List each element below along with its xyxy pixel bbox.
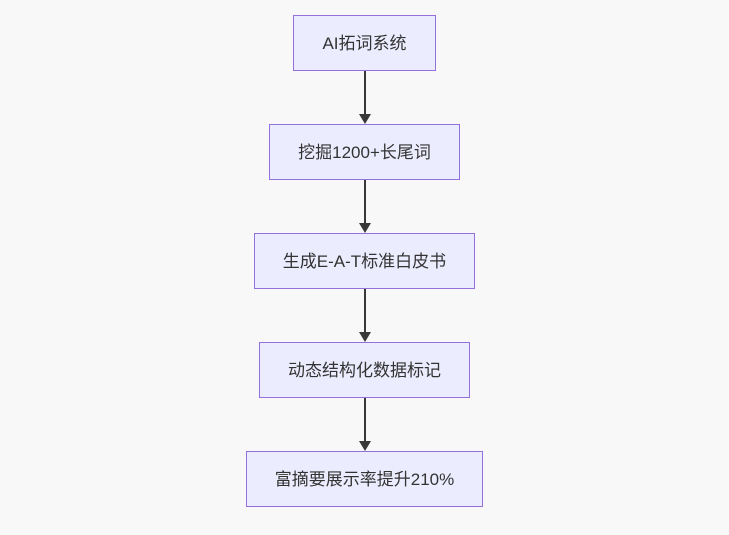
flowchart-node-label: AI拓词系统 (322, 33, 407, 53)
flowchart-node-label: 动态结构化数据标记 (288, 360, 441, 380)
flow-arrow (358, 398, 371, 451)
flowchart-node-label: 生成E-A-T标准白皮书 (282, 251, 447, 271)
arrow-line (363, 71, 366, 115)
flow-arrow (358, 289, 371, 342)
flowchart-node: 挖掘1200+长尾词 (269, 124, 460, 180)
arrow-head-icon (358, 332, 371, 342)
flowchart-node: AI拓词系统 (293, 15, 436, 71)
arrow-line (363, 180, 366, 224)
arrow-head-icon (358, 223, 371, 233)
arrow-head-icon (358, 114, 371, 124)
flow-arrow (358, 71, 371, 124)
flowchart-node: 动态结构化数据标记 (259, 342, 470, 398)
arrow-line (363, 398, 366, 442)
arrow-line (363, 289, 366, 333)
arrow-head-icon (358, 441, 371, 451)
flowchart-node-label: 富摘要展示率提升210% (274, 469, 455, 489)
flowchart-node: 富摘要展示率提升210% (245, 451, 484, 507)
flow-arrow (358, 180, 371, 233)
flowchart-node-label: 挖掘1200+长尾词 (298, 142, 431, 162)
flowchart-node: 生成E-A-T标准白皮书 (253, 233, 476, 289)
